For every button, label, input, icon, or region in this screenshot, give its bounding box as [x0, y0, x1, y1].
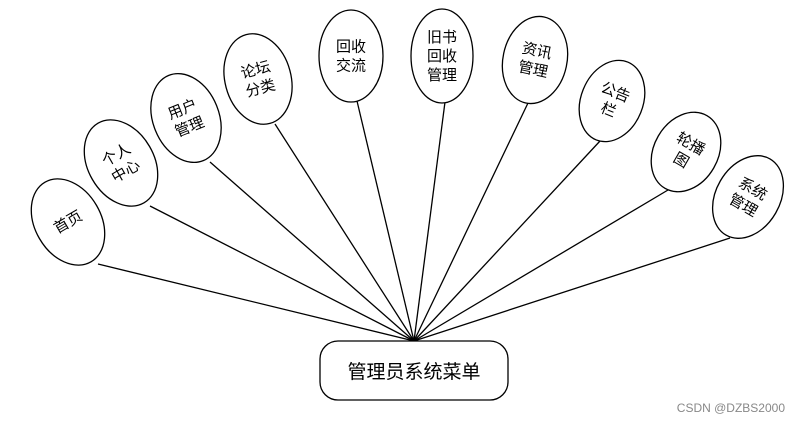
node-ellipse-system-management: [711, 155, 785, 239]
node-carousel: 轮播图: [650, 111, 722, 193]
node-ellipse-home: [30, 178, 106, 266]
edge-announcement-column: [413, 140, 601, 342]
node-ellipse-news-management: [501, 15, 569, 105]
node-ellipse-announcement-column: [578, 59, 646, 143]
root-node-label: 管理员系统菜单: [347, 361, 480, 383]
node-ellipse-user-management: [150, 72, 222, 164]
node-label-news-management-line-1: 资讯: [520, 39, 553, 63]
node-ellipse-old-book-recycling-management: [410, 8, 474, 104]
edge-forum-category: [274, 123, 415, 342]
node-label-recycling-exchange-line-1: 回收: [336, 38, 366, 56]
node-ellipse-recycling-exchange: [318, 9, 384, 103]
node-announcement-column: 公告栏: [578, 59, 646, 143]
watermark: CSDN @DZBS2000: [676, 401, 785, 415]
node-label-news-management-line-2: 管理: [516, 57, 549, 81]
node-label-announcement-column-line-2: 栏: [598, 99, 619, 121]
edge-old-book-recycling-management: [413, 101, 446, 342]
edge-system-management: [413, 237, 731, 342]
root-node: 管理员系统菜单: [319, 340, 509, 401]
edges: [97, 100, 731, 342]
edge-recycling-exchange: [356, 100, 415, 342]
node-ellipse-forum-category: [223, 33, 293, 125]
edge-user-management: [209, 161, 415, 342]
edge-personal-center: [149, 205, 415, 342]
edge-home: [97, 263, 415, 342]
node-ellipse-carousel: [650, 111, 722, 193]
node-label-old-book-recycling-management-line-1: 旧书: [427, 28, 457, 46]
node-label-old-book-recycling-management-line-3: 管理: [427, 66, 457, 84]
node-label-recycling-exchange-line-2: 交流: [336, 57, 366, 75]
edge-carousel: [413, 189, 669, 342]
node-ellipse-personal-center: [83, 119, 159, 207]
edge-news-management: [413, 102, 529, 342]
root-node-box: [319, 340, 509, 401]
node-label-old-book-recycling-management-line-2: 回收: [427, 47, 457, 65]
node-home: 首页: [30, 178, 106, 266]
